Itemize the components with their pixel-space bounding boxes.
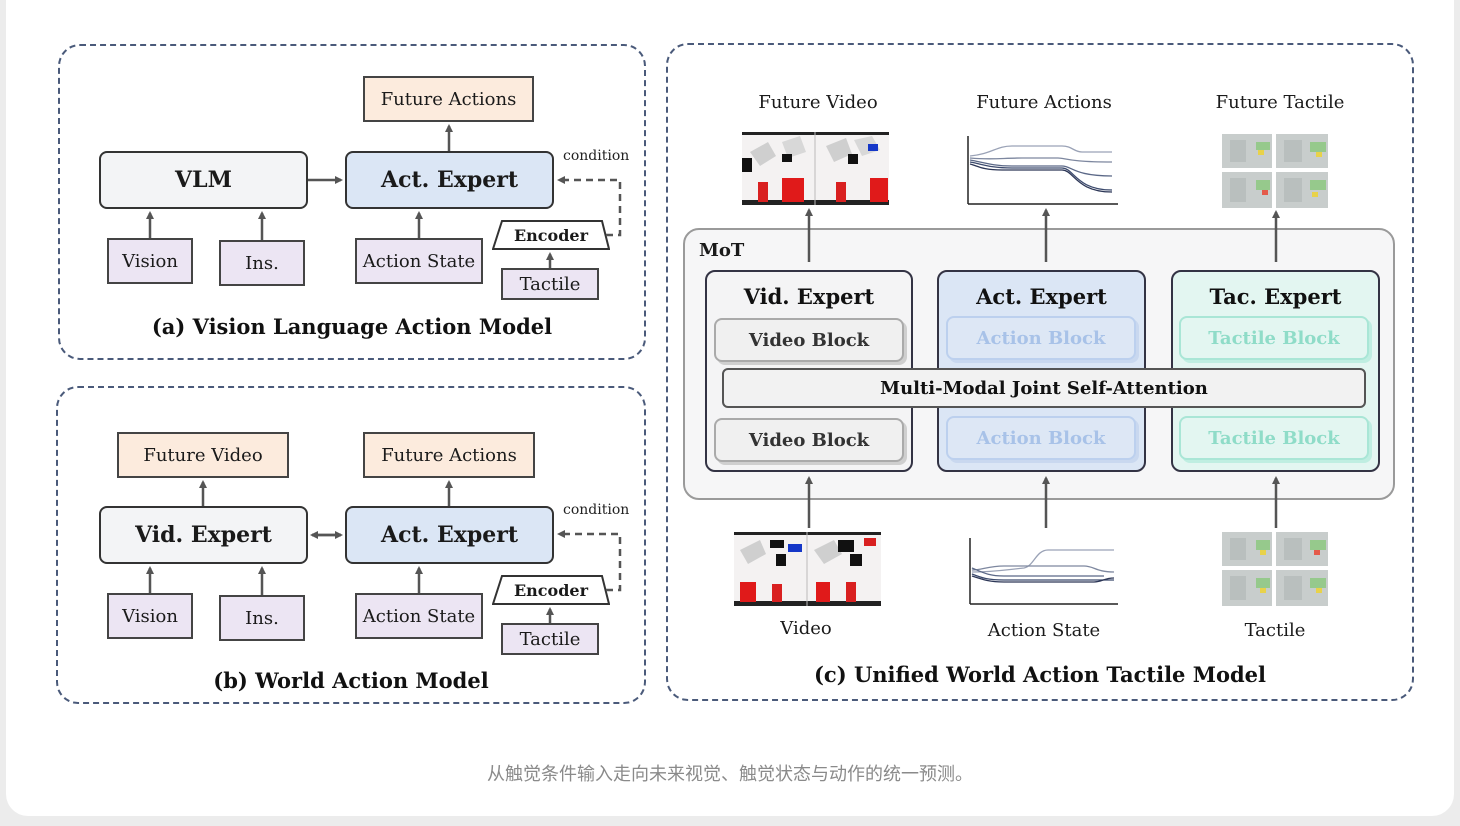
panel-a [58, 44, 646, 360]
panel-c-future-actions-label: Future Actions [976, 92, 1112, 113]
panel-a-tactile: Tactile [501, 268, 599, 300]
panel-a-condition-label: condition [563, 148, 630, 164]
panel-a-future-actions: Future Actions [363, 76, 534, 122]
input-action-state-plot [969, 538, 1118, 605]
panel-a-vision: Vision [107, 238, 193, 284]
panel-b-vision: Vision [107, 593, 193, 639]
panel-b-tactile: Tactile [501, 623, 599, 655]
panel-a-ins: Ins. [219, 240, 305, 286]
panel-b-caption: (b) World Action Model [213, 668, 489, 693]
panel-b-encoder: Encoder [492, 575, 610, 605]
input-video-thumbnail [734, 532, 881, 606]
figure-footer-caption: 从触觉条件输入走向未来视觉、触觉状态与动作的统一预测。 [487, 764, 973, 785]
future-actions-plot [967, 136, 1118, 205]
panel-a-encoder-label: Encoder [513, 225, 589, 245]
panel-b-act-expert: Act. Expert [345, 506, 554, 564]
panel-c-tactile-label: Tactile [1244, 620, 1306, 641]
panel-c-caption: (c) Unified World Action Tactile Model [813, 662, 1267, 687]
panel-a-act-expert: Act. Expert [345, 151, 554, 209]
panel-c-future-video-label: Future Video [758, 92, 878, 113]
panel-b-encoder-label: Encoder [513, 580, 589, 600]
joint-self-attention-bar: Multi-Modal Joint Self-Attention [722, 368, 1366, 408]
input-tactile-thumbnail [1222, 532, 1328, 606]
panel-b-action-state: Action State [355, 593, 483, 639]
video-block-top: Video Block [714, 318, 904, 362]
future-tactile-thumbnail [1222, 134, 1328, 208]
mot-label: MoT [699, 240, 745, 261]
panel-b-condition-label: condition [563, 502, 630, 518]
panel-a-encoder: Encoder [492, 220, 610, 250]
panel-a-caption: (a) Vision Language Action Model [151, 314, 553, 339]
tactile-block-top: Tactile Block [1179, 316, 1369, 360]
panel-b-future-video: Future Video [117, 432, 289, 478]
video-block-bottom: Video Block [714, 418, 904, 462]
action-block-bottom: Action Block [946, 416, 1136, 460]
panel-c-future-tactile-label: Future Tactile [1215, 92, 1345, 113]
tactile-block-bottom: Tactile Block [1179, 416, 1369, 460]
panel-a-vlm: VLM [99, 151, 308, 209]
panel-b-future-actions: Future Actions [363, 432, 535, 478]
panel-b [56, 386, 646, 704]
panel-c-video-label: Video [780, 618, 832, 639]
vid-expert-title: Vid. Expert [743, 284, 875, 309]
tac-expert-title: Tac. Expert [1209, 284, 1342, 309]
panel-c-action-state-label: Action State [987, 620, 1101, 641]
act-expert-title: Act. Expert [976, 284, 1107, 309]
panel-b-vid-expert: Vid. Expert [99, 506, 308, 564]
action-block-top: Action Block [946, 316, 1136, 360]
panel-c [666, 43, 1414, 701]
future-video-thumbnail [742, 132, 889, 205]
panel-a-action-state: Action State [355, 238, 483, 284]
panel-b-ins: Ins. [219, 595, 305, 641]
